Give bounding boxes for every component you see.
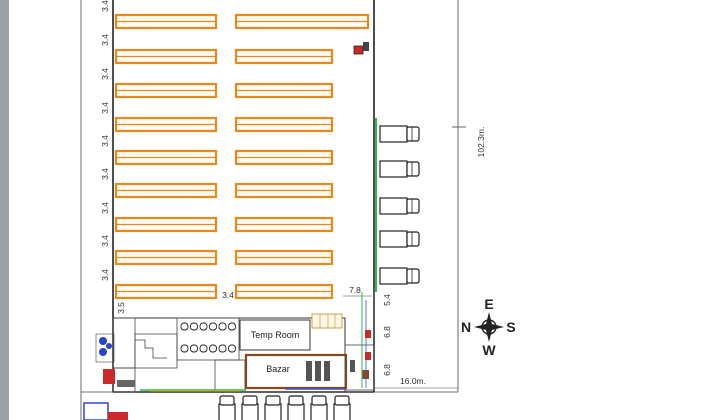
entry-item (362, 370, 369, 379)
trucks-east (379, 125, 420, 285)
sidebar-strip (0, 0, 9, 420)
water-tanks-area (95, 333, 115, 363)
stair-outline (135, 339, 167, 359)
desk-6 (228, 322, 236, 331)
dim-corner: 7.8 (349, 285, 361, 295)
truck-south-2 (241, 395, 259, 420)
bazar-fixture-2 (315, 361, 321, 381)
side-dim-5: 3.4 (100, 135, 110, 147)
side-dim-7: 3.4 (100, 202, 110, 214)
desk-8 (190, 344, 198, 353)
bazar-room (244, 353, 348, 390)
desks (180, 322, 236, 353)
temp-room-label: Temp Room (251, 330, 300, 340)
desk-9 (199, 344, 208, 353)
desk-10 (209, 344, 217, 353)
bazar-fixture-3 (324, 361, 330, 381)
desk-5 (218, 322, 227, 331)
side-dim-3: 3.4 (100, 68, 110, 80)
compass: E W N S (461, 296, 516, 358)
entry-room (344, 344, 375, 391)
truck-east-1 (379, 125, 420, 143)
temp-room (239, 319, 311, 351)
dim-lane-3: 6.8 (382, 364, 392, 376)
truck-south-4 (287, 395, 305, 420)
generator (117, 380, 135, 387)
compass-east: E (484, 296, 493, 312)
bazar-fixture (306, 361, 312, 381)
water-tank (99, 337, 107, 345)
bazar-label: Bazar (266, 364, 290, 374)
left-room (112, 317, 136, 369)
trucks-south (218, 395, 351, 420)
compass-south: S (506, 319, 515, 335)
side-dim-2: 3.4 (100, 34, 110, 46)
desk-3 (199, 322, 208, 331)
desk-room (176, 317, 240, 361)
lane-width-label: 16.0m. (400, 376, 426, 386)
water-tank-2 (99, 348, 107, 356)
red-marker (365, 330, 371, 338)
truck-east-4 (379, 230, 420, 248)
dim-lane-2: 6.8 (382, 326, 392, 338)
shelf-unit (311, 313, 343, 329)
truck-south-6 (333, 395, 351, 420)
truck-east-2 (379, 160, 420, 178)
red-marker-2 (365, 352, 371, 360)
desk-4 (209, 322, 217, 331)
side-dim-8: 3.4 (100, 235, 110, 247)
office-block: Temp Room Bazar (112, 313, 375, 393)
rack-rows (114, 13, 370, 300)
blue-box (83, 402, 109, 420)
dim-aisle-center: 3.4 (222, 290, 234, 300)
compass-north: N (461, 319, 471, 335)
small-room (214, 359, 246, 391)
entry-fixture (350, 360, 355, 372)
truck-south-5 (310, 395, 328, 420)
desk-2 (190, 322, 198, 331)
compass-star (474, 312, 504, 342)
side-dim-6: 3.4 (100, 168, 110, 180)
desk-1 (180, 322, 189, 331)
dim-bottom-left: 3.5 (116, 302, 126, 314)
left-room-2 (134, 333, 178, 369)
truck-south-3 (264, 395, 282, 420)
compass-west: W (482, 342, 496, 358)
side-dim-4: 3.4 (100, 102, 110, 114)
desk-7 (180, 344, 189, 353)
side-dim-1: 3.4 (100, 0, 110, 12)
truck-east-5 (379, 267, 420, 285)
equipment-box-2 (363, 42, 369, 51)
building-length-label: 102.3m. (476, 127, 486, 158)
desk-12 (228, 344, 236, 353)
equipment-box (353, 45, 364, 55)
red-unit (103, 369, 115, 384)
truck-east-3 (379, 197, 420, 215)
desk-11 (218, 344, 227, 353)
truck-south-1 (218, 395, 236, 420)
red-box (108, 412, 128, 420)
side-dim-9: 3.4 (100, 269, 110, 281)
side-dimensions: 3.4 3.4 3.4 3.4 3.4 3.4 3.4 3.4 3.4 (100, 0, 110, 281)
water-tank-3 (106, 343, 112, 349)
dim-lane-1: 5.4 (382, 294, 392, 306)
